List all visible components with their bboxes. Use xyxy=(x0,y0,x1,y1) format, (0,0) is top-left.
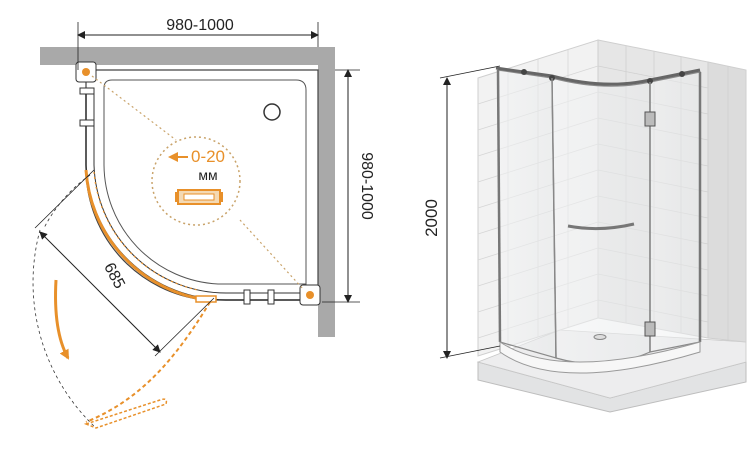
adjustment-range-label: 0-20 xyxy=(191,147,225,166)
door-direction-arrow-icon xyxy=(54,279,70,360)
wall-profile-screw xyxy=(82,68,90,76)
hinge xyxy=(644,321,656,337)
glass-panel-left xyxy=(497,69,557,359)
dimension-extension xyxy=(439,345,501,359)
drain-3d-icon xyxy=(593,334,607,340)
plan-view: 685 980-1000 980-1000 0-20 мм xyxy=(32,17,375,429)
adjustment-unit-label: мм xyxy=(198,167,217,183)
glass-panel-right xyxy=(649,71,701,353)
hinge xyxy=(644,111,656,127)
height-label: 2000 xyxy=(422,199,441,237)
dimension-extension xyxy=(439,65,501,79)
door-width-dimension-line xyxy=(39,231,161,353)
door-handle-bar xyxy=(567,222,635,231)
sliding-door-open-body xyxy=(83,398,168,429)
width-label: 980-1000 xyxy=(166,17,234,34)
roller-fitting xyxy=(647,78,653,84)
bracket xyxy=(79,119,95,127)
wall-profile-icon xyxy=(175,189,223,205)
glass-door-curved xyxy=(551,77,651,365)
perspective-view: 2000 xyxy=(422,39,747,413)
roller-fitting xyxy=(679,71,685,77)
shower-tray-3d xyxy=(499,341,701,374)
door-edge-profile xyxy=(551,77,557,359)
detail-leader-line xyxy=(239,219,305,291)
bracket xyxy=(267,289,275,305)
sliding-door-closed-inner xyxy=(93,171,199,291)
dimension-extension xyxy=(154,297,215,357)
sliding-door-open xyxy=(85,301,211,423)
right-wall xyxy=(318,47,335,337)
depth-label: 980-1000 xyxy=(358,152,375,220)
drain-icon xyxy=(263,103,281,121)
bracket xyxy=(79,87,95,95)
roller-fitting xyxy=(521,69,527,75)
door-swing-arc xyxy=(32,229,97,429)
door-width-label: 685 xyxy=(100,260,128,292)
top-rail xyxy=(495,66,701,86)
side-wall xyxy=(707,61,747,343)
top-wall xyxy=(40,47,335,65)
wall-profile-screw xyxy=(306,291,314,299)
dimension-extension xyxy=(34,169,95,229)
wall-profile-left xyxy=(496,69,502,343)
door-swing-arc xyxy=(43,174,91,229)
bracket xyxy=(243,289,251,305)
